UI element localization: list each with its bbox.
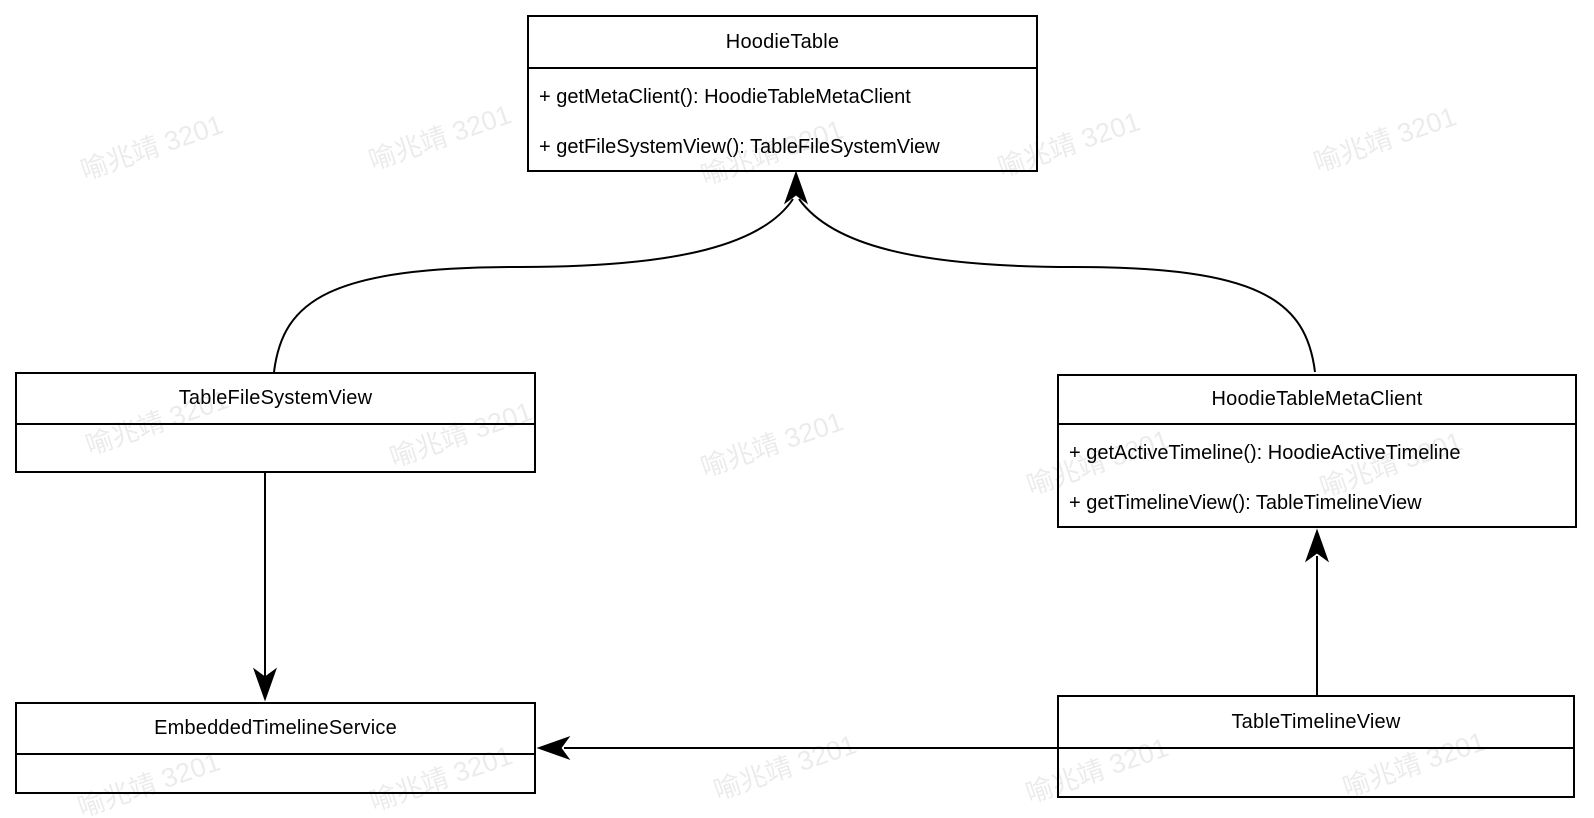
class-title-embeddedtimelineservice: EmbeddedTimelineService xyxy=(17,704,534,755)
class-box-tablefilesystemview: TableFileSystemView xyxy=(15,372,536,473)
arrowhead-embeddedtimelineservice-right-icon xyxy=(536,735,571,761)
watermark-text: 喻兆靖 3201 xyxy=(696,406,848,484)
watermark-text: 喻兆靖 3201 xyxy=(76,109,228,187)
class-methods-tablefilesystemview xyxy=(17,425,534,442)
class-title-tabletimelineview: TableTimelineView xyxy=(1059,697,1573,749)
arrowhead-hoodietable-bottom-icon xyxy=(783,170,809,205)
class-methods-hoodietable: + getMetaClient(): HoodieTableMetaClient… xyxy=(529,69,1036,158)
arrowhead-hoodietablemetaclient-bottom-icon xyxy=(1304,528,1330,563)
watermark-text: 喻兆靖 3201 xyxy=(709,729,861,807)
class-box-tabletimelineview: TableTimelineView xyxy=(1057,695,1575,798)
class-box-hoodietable: HoodieTable + getMetaClient(): HoodieTab… xyxy=(527,15,1038,172)
class-methods-tabletimelineview xyxy=(1059,749,1573,766)
watermark-text: 喻兆靖 3201 xyxy=(364,99,516,177)
class-title-tablefilesystemview: TableFileSystemView xyxy=(17,374,534,425)
watermark-text: 喻兆靖 3201 xyxy=(1309,101,1461,179)
class-title-hoodietable: HoodieTable xyxy=(529,17,1036,69)
method-getactivetimeline: + getActiveTimeline(): HoodieActiveTimel… xyxy=(1069,442,1461,464)
class-box-embeddedtimelineservice: EmbeddedTimelineService xyxy=(15,702,536,794)
method-getfilesystemview: + getFileSystemView(): TableFileSystemVi… xyxy=(539,136,940,158)
class-methods-embeddedtimelineservice xyxy=(17,755,534,772)
edge-tablefilesystemview-to-hoodietable xyxy=(273,198,794,373)
method-gettimelineview: + getTimelineView(): TableTimelineView xyxy=(1069,492,1422,514)
class-methods-hoodietablemetaclient: + getActiveTimeline(): HoodieActiveTimel… xyxy=(1059,425,1575,514)
class-box-hoodietablemetaclient: HoodieTableMetaClient + getActiveTimelin… xyxy=(1057,374,1577,528)
class-title-hoodietablemetaclient: HoodieTableMetaClient xyxy=(1059,376,1575,425)
method-getmetaclient: + getMetaClient(): HoodieTableMetaClient xyxy=(539,86,911,108)
arrowhead-embeddedtimelineservice-top-icon xyxy=(252,667,278,702)
edge-hoodietablemetaclient-to-hoodietable xyxy=(798,198,1316,373)
